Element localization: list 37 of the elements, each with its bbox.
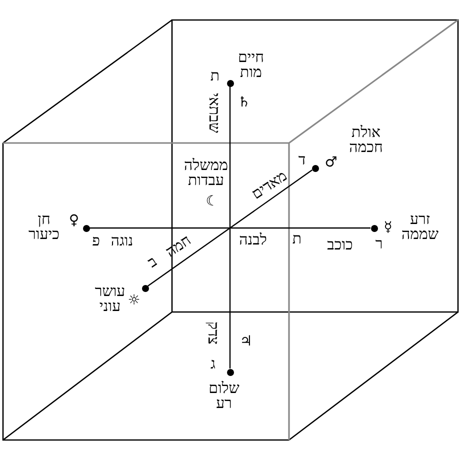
planet-symbol: ♂ <box>324 156 338 170</box>
planet-symbol: ♃ <box>240 334 252 350</box>
planet-symbol: ♀ <box>68 214 80 228</box>
letter-label: ג <box>210 358 216 372</box>
dot <box>312 164 318 172</box>
planet-name: נוגה <box>110 234 134 250</box>
planet-symbol: ☿ <box>384 220 392 236</box>
axis-line <box>148 170 312 286</box>
planet-name: חמה <box>164 233 194 261</box>
planet-name: שבתאי <box>206 93 220 133</box>
planet-name: כוכב <box>327 238 353 254</box>
letter-label: ת <box>292 232 302 248</box>
dot <box>226 368 234 376</box>
planet-name: צדק <box>204 321 220 345</box>
planet-symbol: ♄ <box>238 96 250 110</box>
word-pair: חיים מות <box>238 51 264 81</box>
axis-line <box>90 227 370 229</box>
dot <box>142 284 148 292</box>
letter-label: ת <box>210 70 220 84</box>
moon-symbol: ☾ <box>206 194 218 210</box>
planet-name: מאדים <box>250 169 290 203</box>
dot <box>370 224 378 232</box>
word-pair: שלום רע <box>208 382 240 412</box>
word-pair: עושר עוני <box>94 285 126 315</box>
axis-line <box>229 86 231 368</box>
word-pair: זרע שממה <box>401 213 439 243</box>
dot <box>226 80 234 86</box>
sun-symbol: ☼ <box>128 294 140 308</box>
letter-label: ד <box>298 154 306 168</box>
planet-name: לבנה <box>239 234 267 248</box>
word-pair: חן כיעור <box>28 213 60 243</box>
dot <box>82 224 90 232</box>
letter-label: ב <box>146 254 160 272</box>
letter-label: פ <box>92 234 100 250</box>
letter-label: ר <box>375 238 383 252</box>
word-pair: ממשלה עבדות <box>184 159 228 189</box>
word-pair: אולת חכמה <box>349 126 383 156</box>
